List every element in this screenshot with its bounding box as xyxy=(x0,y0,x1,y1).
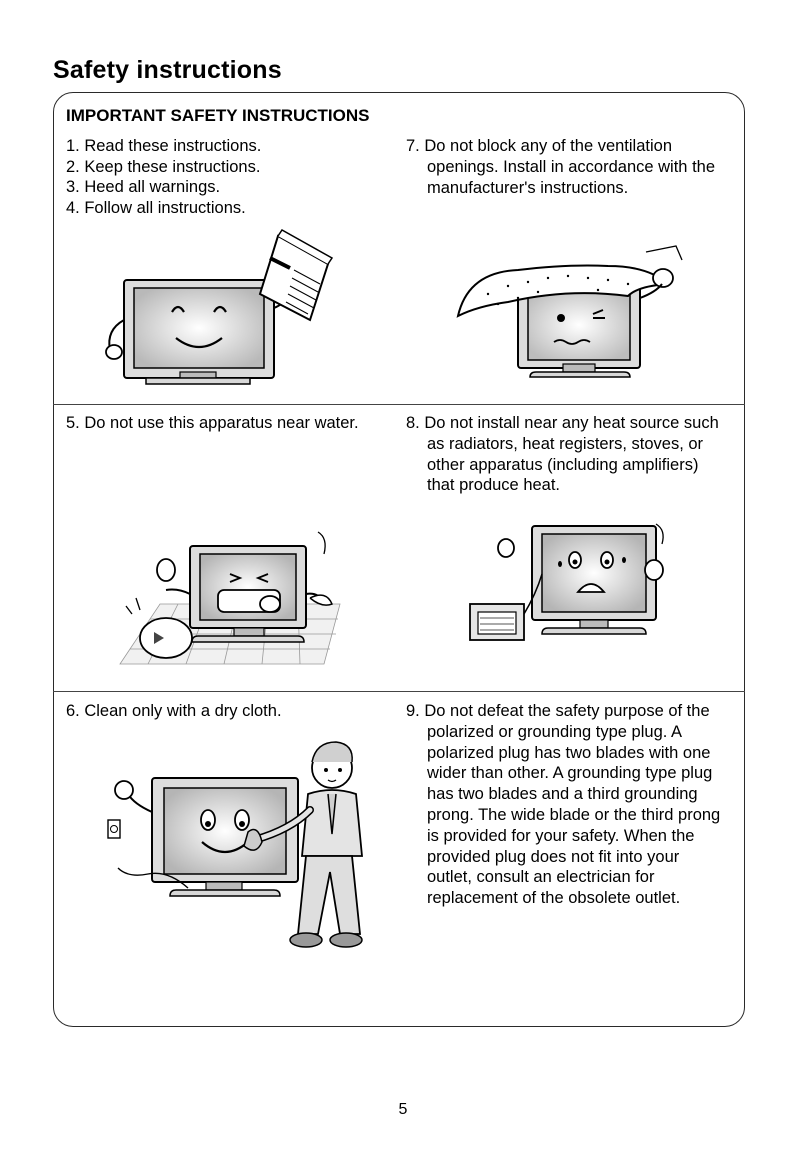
instruction-7: 7. Do not block any of the ventilation o… xyxy=(406,136,726,198)
instruction-9: 9. Do not defeat the safety purpose of t… xyxy=(406,701,726,909)
instruction-1: 1. Read these instructions. xyxy=(66,137,262,155)
instruction-8: 8. Do not install near any heat source s… xyxy=(406,413,726,496)
tv-near-water-illustration xyxy=(119,531,341,665)
tv-near-heat-illustration xyxy=(469,523,664,641)
cleaning-tv-illustration xyxy=(107,741,363,948)
page-title: Safety instructions xyxy=(53,56,282,84)
instruction-9-text: 9. Do not defeat the safety purpose of t… xyxy=(406,702,721,908)
divider xyxy=(53,691,745,692)
tv-blocked-vents-illustration xyxy=(456,245,683,378)
instruction-4: 4. Follow all instructions. xyxy=(66,199,246,217)
instruction-7-text: 7. Do not block any of the ventilation o… xyxy=(406,137,716,197)
tv-reading-manual-illustration xyxy=(105,229,334,385)
instruction-5: 5. Do not use this apparatus near water. xyxy=(66,414,359,432)
page-number: 5 xyxy=(398,1101,408,1118)
panel-heading: IMPORTANT SAFETY INSTRUCTIONS xyxy=(66,106,370,125)
instruction-6: 6. Clean only with a dry cloth. xyxy=(66,702,282,720)
instructions-panel xyxy=(53,92,745,1027)
instruction-2: 2. Keep these instructions. xyxy=(66,158,261,176)
divider xyxy=(53,404,745,405)
instruction-3: 3. Heed all warnings. xyxy=(66,178,221,196)
instruction-8-text: 8. Do not install near any heat source s… xyxy=(406,414,719,495)
